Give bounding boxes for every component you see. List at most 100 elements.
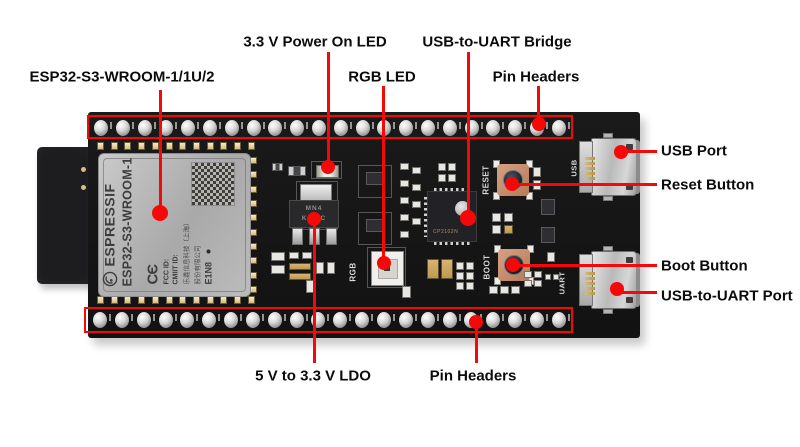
- smd-transistor: [366, 172, 383, 185]
- pin-headers-bottom-callout-dot: [469, 315, 483, 329]
- component-outline: [358, 212, 392, 245]
- label-boot-button: Boot Button: [661, 257, 748, 275]
- smd-component: [541, 199, 555, 215]
- uart-port-connector: [579, 246, 640, 314]
- uart-pin: [585, 287, 595, 290]
- pin-solder-joint: [333, 312, 352, 328]
- smd-component: [448, 174, 456, 182]
- pin-solder-joint: [115, 119, 134, 136]
- smd-component: [427, 259, 439, 279]
- module-model: ESP32-S3-WROOM-1: [120, 157, 135, 287]
- rgb-led-callout-dot: [377, 256, 391, 270]
- smd-component: [456, 282, 464, 290]
- smd-component: [400, 197, 409, 204]
- pin-solder-joint: [551, 119, 570, 136]
- smd-component: [412, 218, 421, 225]
- smd-component: [271, 265, 285, 274]
- smd-component: [289, 273, 311, 280]
- smd-component: [547, 252, 555, 262]
- smd-component: [412, 201, 421, 208]
- smd-component: [448, 163, 456, 171]
- pin-header-bottom-highlight: [84, 307, 573, 333]
- smd-component: [492, 225, 501, 234]
- module-brand: ESPRESSIF: [101, 183, 118, 267]
- smd-component: [412, 184, 421, 191]
- usb-pin: [585, 157, 595, 160]
- smd-component: [402, 286, 411, 298]
- bridge-callout-dot: [460, 210, 476, 226]
- pin-solder-joint: [508, 312, 527, 328]
- smd-component: [466, 272, 474, 280]
- pin-solder-joint: [202, 119, 221, 136]
- pin-solder-joint: [420, 312, 439, 328]
- module-callout-dot: [152, 205, 168, 221]
- pin-solder-joint: [158, 312, 177, 328]
- pin-solder-joint: [376, 312, 395, 328]
- ce-mark: CЄ: [144, 264, 162, 285]
- smd-component: [288, 166, 306, 176]
- label-ldo: 5 V to 3.3 V LDO: [255, 367, 371, 385]
- rgb-led-callout-line: [382, 86, 385, 262]
- smd-component: [504, 225, 513, 234]
- bridge-callout-line: [467, 52, 470, 218]
- espressif-brand-row: ESPRESSIF: [98, 153, 118, 297]
- smd-component: [289, 252, 299, 259]
- pin-solder-joint: [355, 312, 374, 328]
- antenna-feed-dot: [81, 167, 86, 172]
- smd-component: [545, 274, 551, 280]
- smd-component: [524, 271, 532, 278]
- usb-pin: [585, 172, 595, 175]
- smd-component: [302, 252, 312, 259]
- pin-solder-joint: [508, 119, 527, 136]
- uart-pin: [585, 292, 595, 295]
- pin-solder-joint: [181, 119, 200, 136]
- label-usb-uart-bridge: USB-to-UART Bridge: [422, 33, 572, 51]
- pin-solder-joint: [289, 312, 308, 328]
- pin-headers-top-callout-dot: [532, 117, 546, 131]
- pin-solder-joint: [224, 119, 243, 136]
- component-outline: [358, 165, 392, 198]
- pin-solder-joint: [224, 312, 243, 328]
- smd-transistor: [366, 219, 383, 232]
- bridge-chip-marking: CP2102N: [433, 229, 459, 235]
- smd-component: [466, 282, 474, 290]
- pin-solder-joint: [136, 312, 155, 328]
- rgb-silkscreen: RGB: [348, 262, 358, 282]
- module-lot-code: E1N8: [203, 261, 214, 285]
- pin-solder-joint: [159, 119, 178, 136]
- label-usb-to-uart-port: USB-to-UART Port: [661, 287, 793, 305]
- rgb-led-outline: [367, 247, 406, 288]
- smd-component: [504, 213, 513, 222]
- label-usb-port: USB Port: [661, 142, 727, 160]
- usb-pin: [585, 162, 595, 165]
- module-callout-line: [159, 90, 162, 213]
- smd-component: [400, 163, 409, 170]
- ldo-leg: [292, 228, 303, 245]
- label-power-led: 3.3 V Power On LED: [243, 33, 387, 51]
- smd-component: [534, 280, 542, 287]
- pin-solder-joint: [180, 312, 199, 328]
- smd-component: [541, 227, 555, 243]
- espressif-logo-icon: [102, 271, 117, 287]
- smd-component: [492, 213, 501, 222]
- pin-solder-joint: [420, 119, 439, 136]
- label-pin-headers-bottom: Pin Headers: [429, 367, 517, 385]
- smd-component: [438, 174, 446, 182]
- smd-component: [272, 163, 283, 171]
- label-module: ESP32-S3-WROOM-1/1U/2: [29, 68, 215, 86]
- antenna-feed-dot: [81, 185, 86, 190]
- power-led-callout-dot: [321, 160, 335, 174]
- uart-pin: [585, 277, 595, 280]
- uart-pin: [585, 272, 595, 275]
- smd-component: [316, 262, 324, 274]
- pin-solder-joint: [202, 312, 221, 328]
- reset-silkscreen: RESET: [481, 165, 491, 195]
- usb-port-callout-dot: [614, 145, 628, 159]
- pin-solder-joint: [245, 312, 264, 328]
- pin-headers-top-callout-line: [537, 86, 540, 124]
- usb-silkscreen: USB: [569, 159, 579, 177]
- pin-solder-joint: [551, 312, 570, 328]
- module-pads-bottom: [97, 296, 255, 304]
- smd-component: [553, 274, 559, 280]
- ldo-callout-dot: [307, 212, 321, 226]
